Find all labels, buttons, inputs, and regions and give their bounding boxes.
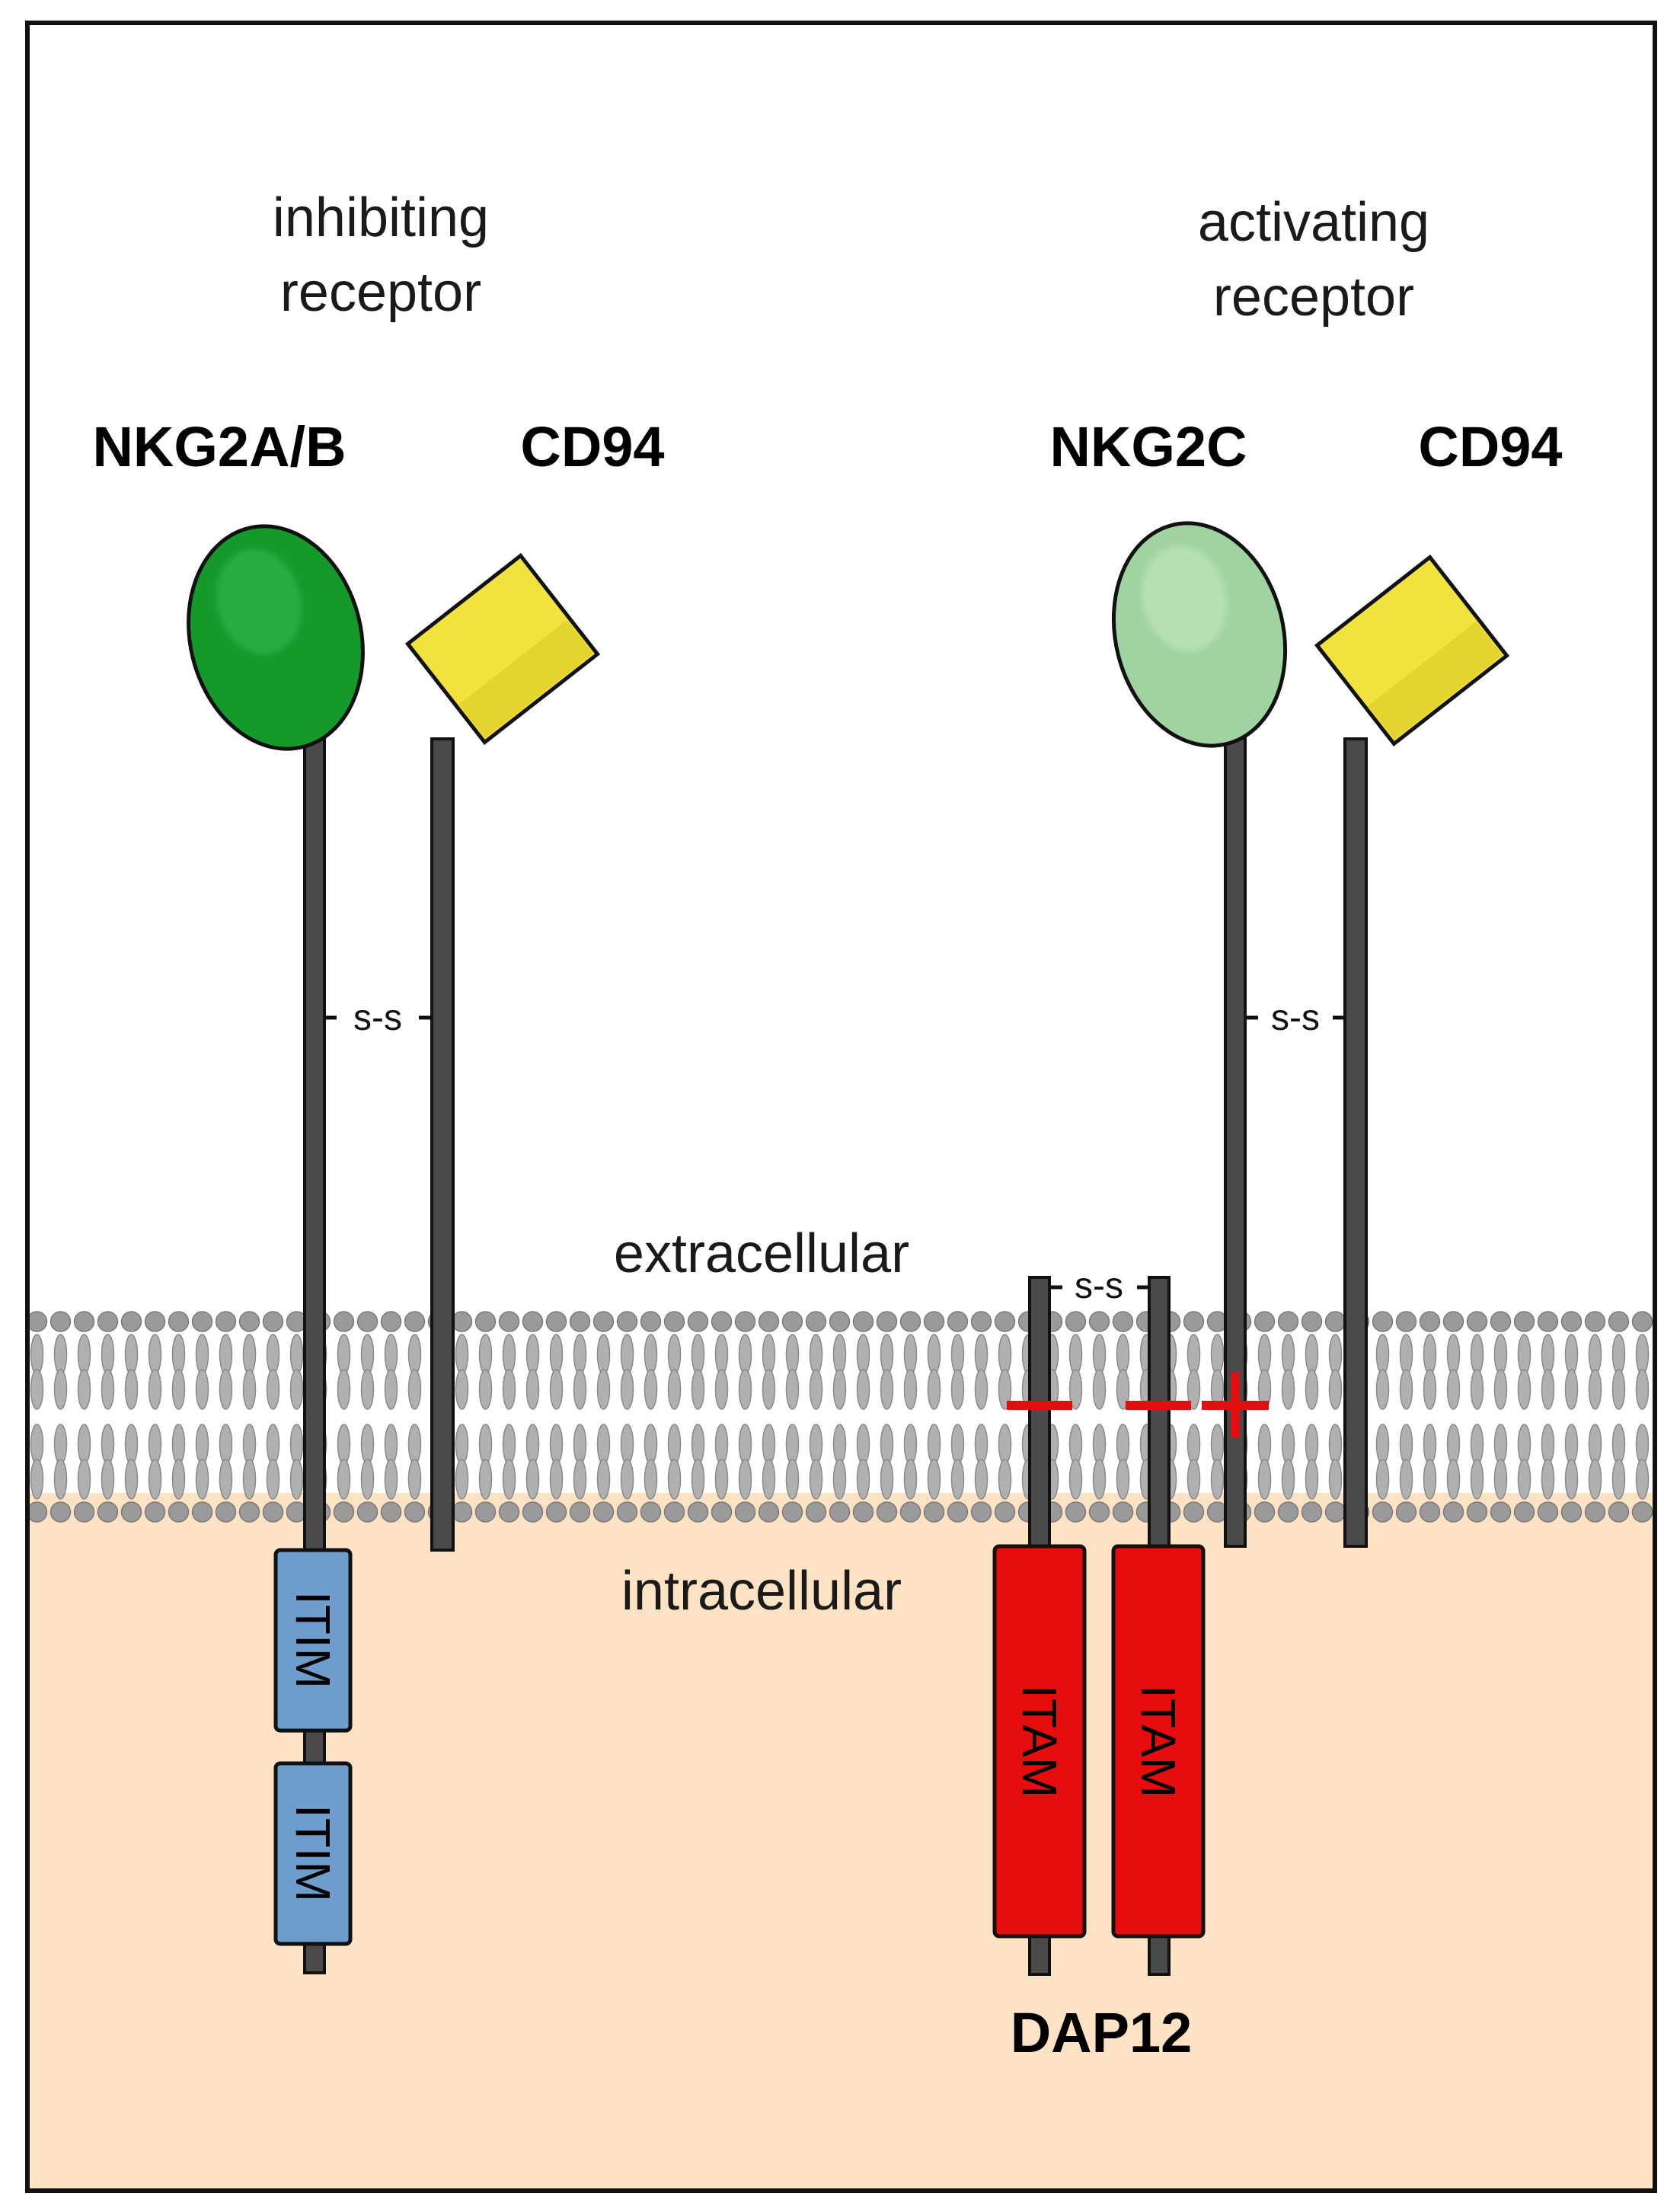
itam-label-1: ITAM bbox=[1012, 1685, 1067, 1798]
negative-charge-2 bbox=[1126, 1401, 1191, 1410]
activating-heading-line1: activating bbox=[1198, 192, 1429, 253]
intracellular-label: intracellular bbox=[621, 1561, 902, 1622]
negative-charge-1 bbox=[1007, 1401, 1072, 1410]
cd94-left-chain bbox=[404, 553, 601, 1552]
cd94-right-chain bbox=[1314, 555, 1510, 1548]
cd94-right-shade bbox=[1368, 621, 1503, 740]
positive-charge bbox=[1202, 1373, 1269, 1438]
disulfide-dap12-bg bbox=[1062, 1267, 1137, 1306]
nkg2c-label: NKG2C bbox=[1049, 415, 1247, 478]
dap12-label: DAP12 bbox=[1011, 2001, 1193, 2064]
lipid-bilayer bbox=[27, 1310, 1655, 1523]
itim-motif-2 bbox=[273, 1761, 353, 1946]
nkg2c-highlight bbox=[1142, 545, 1227, 652]
disulfide-bond-dap12: s-s bbox=[1075, 1266, 1123, 1306]
inhibiting-heading-line2: receptor bbox=[280, 262, 481, 323]
itam-motif-1 bbox=[992, 1544, 1087, 1939]
cd94-left-domain bbox=[404, 553, 601, 745]
dap12-chain-2: ITAM bbox=[1111, 1276, 1206, 1976]
itam-motif-2 bbox=[1111, 1544, 1206, 1939]
figure-frame bbox=[25, 21, 1657, 2193]
disulfide-bond-left: s-s bbox=[353, 998, 402, 1038]
extracellular-label: extracellular bbox=[614, 1223, 909, 1284]
nkg2c-chain bbox=[1111, 521, 1288, 1548]
disulfide-bond-right: s-s bbox=[1271, 998, 1320, 1038]
cd94-left-label: CD94 bbox=[520, 415, 664, 478]
itim-motif-1 bbox=[273, 1548, 353, 1733]
disulfide-left-bg bbox=[337, 998, 419, 1037]
nkg2ab-highlight bbox=[216, 548, 302, 655]
cd94-left-stalk bbox=[430, 737, 455, 1552]
dap12-chain-1: ITAM bbox=[992, 1276, 1087, 1976]
itim-label-2: ITIM bbox=[286, 1804, 340, 1902]
itim-label-1: ITIM bbox=[286, 1591, 340, 1689]
cd94-right-stalk bbox=[1343, 737, 1368, 1548]
cd94-left-shade bbox=[458, 619, 593, 738]
cd94-right-domain bbox=[1314, 555, 1510, 746]
disulfide-right-bg bbox=[1258, 998, 1333, 1037]
cd94-right-label: CD94 bbox=[1418, 415, 1562, 478]
nkg2ab-chain: ITIM ITIM bbox=[187, 524, 365, 1974]
activating-heading-line2: receptor bbox=[1213, 267, 1414, 328]
itam-label-2: ITAM bbox=[1131, 1685, 1186, 1798]
inhibiting-heading-line1: inhibiting bbox=[273, 187, 489, 248]
nkg2ab-label: NKG2A/B bbox=[92, 415, 346, 478]
